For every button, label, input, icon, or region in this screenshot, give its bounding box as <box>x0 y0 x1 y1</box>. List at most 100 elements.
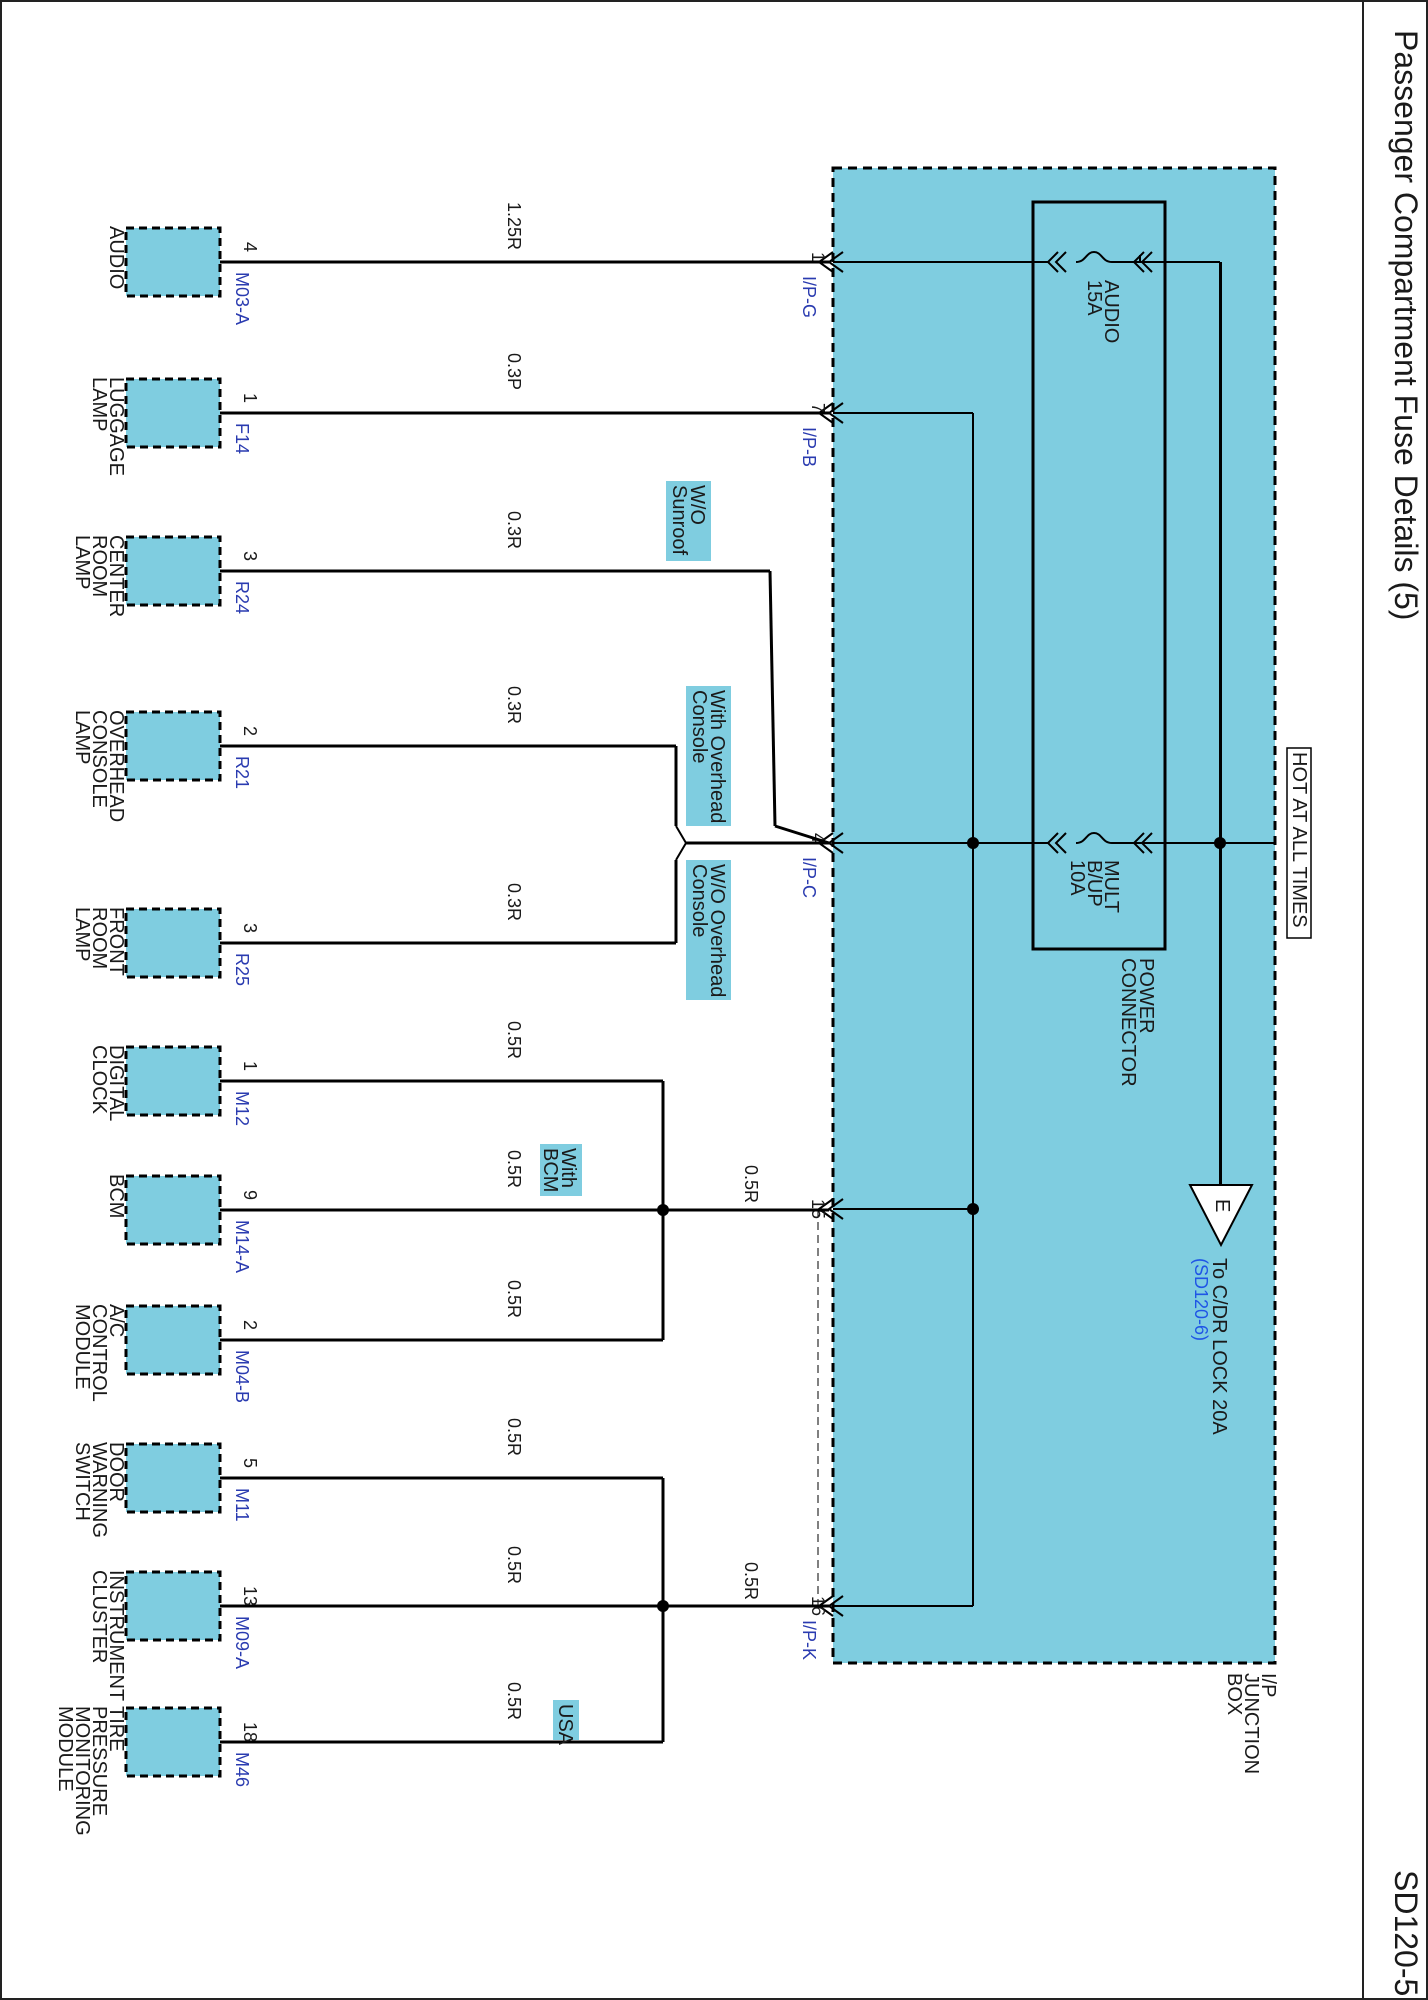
trunk-wire-label-text: 0.5R <box>741 1562 761 1600</box>
wire-label: 0.3R <box>504 883 524 921</box>
component-pin: 3 <box>240 923 260 933</box>
component-pin: 18 <box>240 1722 260 1742</box>
component-name-line: LAMP <box>88 377 110 431</box>
component-box <box>124 907 222 979</box>
component-pin-text: 13 <box>240 1586 260 1606</box>
component-pin: 4 <box>240 242 260 252</box>
pin-connector-id: I/P-C <box>799 857 819 898</box>
option-label-line: Console <box>688 690 710 763</box>
fuse-audio-label: AUDIO 15A <box>1083 280 1122 343</box>
splice <box>657 1600 669 1612</box>
wire-label: 0.3R <box>504 686 524 724</box>
option-label-line: W/O Overhead <box>706 864 728 997</box>
wire-label-text: 0.3P <box>504 353 524 390</box>
junction-box-label: I/P JUNCTION BOX <box>1223 1673 1279 1774</box>
component-connector-text: M09-A <box>232 1616 252 1669</box>
option-label-line: Sunroof <box>668 485 690 555</box>
option-tag <box>540 1144 582 1196</box>
svg-text:B/UP: B/UP <box>1083 860 1105 907</box>
component-connector-text: R21 <box>232 756 252 789</box>
svg-text:I/P: I/P <box>1257 1673 1279 1697</box>
component-connector: M11 <box>232 1488 252 1522</box>
ground-symbol: E <box>1211 1199 1233 1212</box>
wire-label-text: 0.3R <box>504 883 524 921</box>
svg-text:To C/DR LOCK 20A: To C/DR LOCK 20A <box>1208 1258 1230 1435</box>
option-label-line: USA <box>554 1704 576 1746</box>
component-pin-text: 3 <box>240 923 260 933</box>
splice <box>657 1204 669 1216</box>
component-connector: M04-B <box>232 1350 252 1403</box>
component-name-line: LAMP <box>71 535 93 589</box>
component-pin-text: 18 <box>240 1722 260 1742</box>
component-box <box>124 226 222 298</box>
component-pin: 9 <box>240 1190 260 1200</box>
wire-label-text: 0.3R <box>504 511 524 549</box>
component-name-line: MONITORING <box>71 1706 93 1836</box>
component-connector: R21 <box>232 756 252 789</box>
power-connector-box <box>1031 200 1167 951</box>
component-box <box>124 1174 222 1246</box>
component-name-line: A/C <box>105 1304 127 1337</box>
page-title: Passenger Compartment Fuse Details (5) <box>1388 30 1424 620</box>
component-pin-text: 1 <box>240 1061 260 1071</box>
component-name-line: OVERHEAD <box>105 710 127 822</box>
component-pin-text: 3 <box>240 551 260 561</box>
svg-text:JUNCTION: JUNCTION <box>1240 1673 1262 1774</box>
component-name-line: DOOR <box>105 1442 127 1502</box>
component-name-line: INSTRUMENT <box>105 1570 127 1701</box>
wire-label-text: 1.25R <box>504 202 524 250</box>
component-box <box>124 710 222 782</box>
component-box <box>124 1570 222 1642</box>
wire-label: 0.5R <box>504 1546 524 1584</box>
wire-label: 0.5R <box>504 1150 524 1188</box>
component-connector: M03-A <box>232 272 252 325</box>
power-connector-label: POWER CONNECTOR <box>1117 958 1157 1087</box>
wire-label-text: 0.5R <box>504 1150 524 1188</box>
component-box <box>124 1706 222 1778</box>
wire-label: 0.3P <box>504 353 524 390</box>
option-label-line: Console <box>688 864 710 937</box>
component-name: BCM <box>105 1174 127 1218</box>
pin-connector-id-text: I/P-C <box>799 857 819 898</box>
wire-label: 0.5R <box>504 1280 524 1318</box>
wire-label: 0.3R <box>504 511 524 549</box>
component-pin: 2 <box>240 1320 260 1330</box>
component-pin-text: 2 <box>240 726 260 736</box>
component-pin: 3 <box>240 551 260 561</box>
wire-label: 0.5R <box>504 1418 524 1456</box>
component-name-line: WARNING <box>88 1442 110 1538</box>
hot-label: HOT AT ALL TIMES <box>1288 752 1310 928</box>
pin-connector-id-text: I/P-G <box>799 276 819 318</box>
wire-label-text: 0.5R <box>504 1021 524 1059</box>
component-connector: M09-A <box>232 1616 252 1669</box>
pin-connector-id-text: I/P-K <box>799 1620 819 1660</box>
component-pin: 1 <box>240 1061 260 1071</box>
wire <box>768 570 777 827</box>
pin-connector-id: I/P-B <box>799 427 819 467</box>
svg-text:10A: 10A <box>1066 860 1088 896</box>
svg-text:CONNECTOR: CONNECTOR <box>1117 958 1139 1087</box>
wire <box>774 824 830 845</box>
component-connector: R25 <box>232 953 252 986</box>
component-name-line: BCM <box>105 1174 127 1218</box>
svg-text:MULT: MULT <box>1100 860 1122 913</box>
pin-number-text: 1 <box>808 252 828 262</box>
component-connector-text: R24 <box>232 581 252 614</box>
component-name-line: AUDIO <box>105 226 127 289</box>
wire-label-text: 0.5R <box>504 1418 524 1456</box>
component-name-line: SWITCH <box>71 1442 93 1521</box>
wire-label-text: 0.5R <box>504 1546 524 1584</box>
component-connector-text: F14 <box>232 423 252 454</box>
component-connector: M14-A <box>232 1220 252 1273</box>
component-pin: 2 <box>240 726 260 736</box>
component-connector: M46 <box>232 1752 252 1787</box>
pin-number: 7 <box>808 403 828 413</box>
component-name-line: LAMP <box>71 710 93 764</box>
component-name-line: CLOCK <box>88 1045 110 1115</box>
